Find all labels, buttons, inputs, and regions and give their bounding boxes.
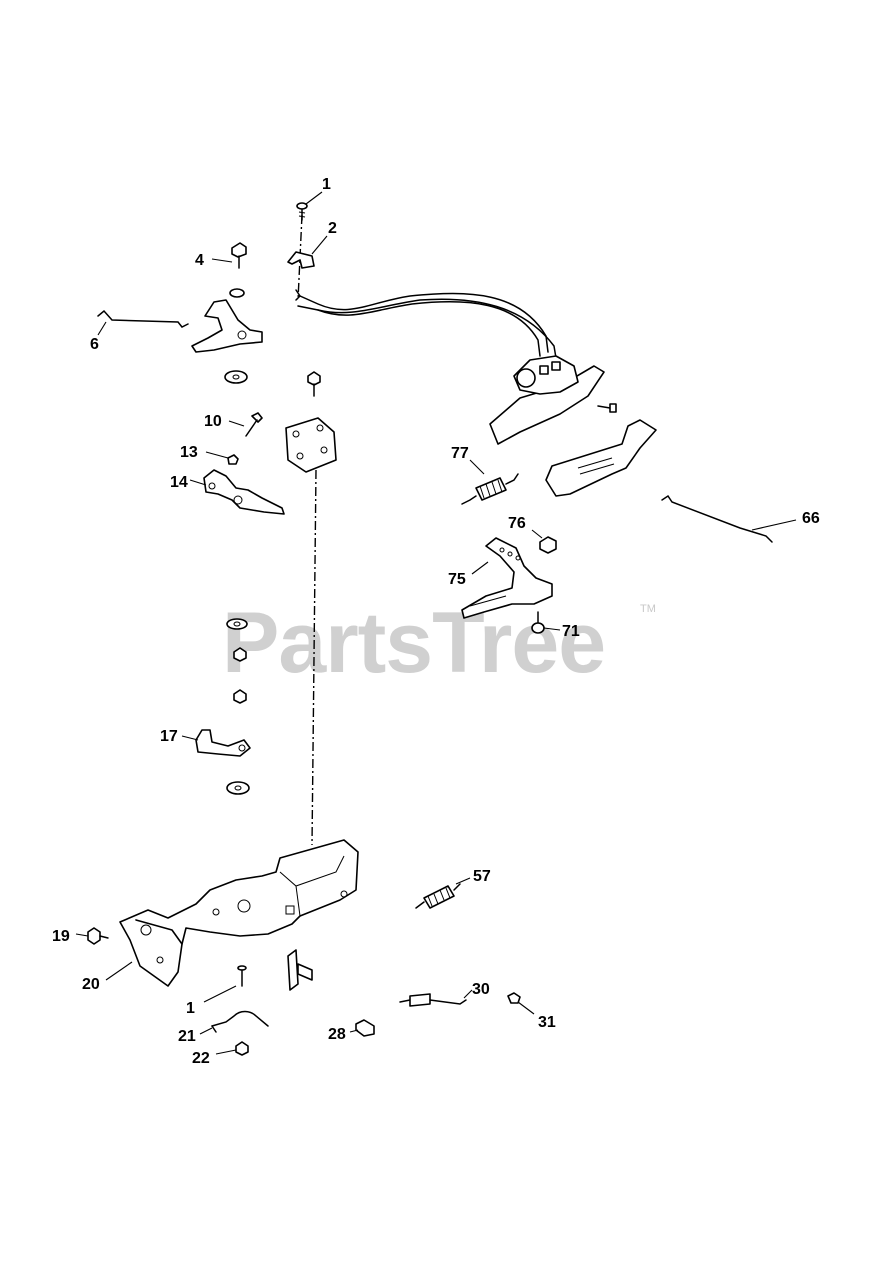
washer-icon — [226, 781, 250, 795]
callout-6[interactable]: 6 — [90, 336, 99, 353]
small-bracket[interactable] — [287, 949, 313, 991]
callout-76[interactable]: 76 — [508, 515, 526, 532]
callout-17[interactable]: 17 — [160, 728, 178, 745]
leader-14 — [189, 479, 207, 486]
leader-66 — [751, 519, 797, 531]
part-66-rod[interactable] — [661, 494, 773, 543]
part-75-control-lever[interactable] — [461, 537, 553, 619]
callout-2[interactable]: 2 — [328, 220, 337, 237]
part-76-nut[interactable] — [539, 536, 557, 554]
part-28-clip[interactable] — [355, 1019, 375, 1037]
callout-19[interactable]: 19 — [52, 928, 70, 945]
callout-10[interactable]: 10 — [204, 413, 222, 430]
part-4-bolt[interactable] — [231, 242, 247, 269]
part-71-bolt[interactable] — [531, 611, 545, 634]
washer-icon — [224, 370, 248, 384]
callout-4[interactable]: 4 — [195, 252, 204, 269]
leader-77 — [469, 459, 485, 475]
washer-icon — [226, 618, 248, 630]
part-14-lever[interactable] — [203, 469, 285, 515]
watermark-trademark: TM — [640, 603, 656, 615]
mounting-plate[interactable] — [285, 417, 337, 473]
part-17-lever[interactable] — [195, 729, 251, 757]
part-1-screw-top[interactable] — [296, 202, 308, 221]
part-77-spring[interactable] — [461, 473, 519, 505]
callout-31[interactable]: 31 — [538, 1014, 556, 1031]
part-6-rod[interactable] — [97, 309, 189, 328]
leader-22 — [215, 1049, 237, 1055]
leader-28 — [349, 1029, 359, 1033]
leader-10 — [228, 420, 245, 427]
part-10-bolt[interactable] — [245, 412, 263, 437]
callout-20[interactable]: 20 — [82, 976, 100, 993]
nut-icon — [233, 689, 247, 704]
callout-28[interactable]: 28 — [328, 1026, 346, 1043]
main-control-plate[interactable] — [119, 839, 359, 987]
callout-13[interactable]: 13 — [180, 444, 198, 461]
part-2-cable-clamp[interactable] — [287, 251, 315, 269]
callout-21[interactable]: 21 — [178, 1028, 196, 1045]
part-1-screw-bottom[interactable] — [237, 965, 247, 987]
panel-screw[interactable] — [597, 403, 617, 413]
part-22-nut[interactable] — [235, 1041, 249, 1056]
callout-66[interactable]: 66 — [802, 510, 820, 527]
axis-line-lower — [311, 469, 317, 846]
leader-2 — [311, 235, 328, 255]
leader-19 — [75, 933, 89, 937]
callout-1-bottom[interactable]: 1 — [186, 1000, 195, 1017]
leader-13 — [205, 451, 229, 459]
control-panel-bracket[interactable] — [489, 355, 605, 445]
leader-20 — [105, 961, 133, 981]
part-21-clip[interactable] — [211, 1010, 269, 1033]
leader-1-top — [305, 191, 323, 205]
control-cables[interactable] — [295, 289, 557, 359]
part-19-bolt[interactable] — [87, 927, 109, 945]
washer-icon — [229, 288, 245, 298]
leader-71 — [543, 627, 561, 631]
leader-6 — [97, 321, 107, 336]
leader-1-bottom — [203, 985, 237, 1003]
leader-31 — [517, 1001, 535, 1015]
leader-57 — [455, 877, 471, 885]
callout-75[interactable]: 75 — [448, 571, 466, 588]
plate-bolt[interactable] — [307, 371, 321, 397]
leader-75 — [471, 561, 489, 575]
callout-30[interactable]: 30 — [472, 981, 490, 998]
leader-4 — [211, 258, 233, 263]
part-57-spring[interactable] — [415, 883, 461, 909]
part-31-nut[interactable] — [507, 992, 521, 1004]
callout-71[interactable]: 71 — [562, 623, 580, 640]
nut-icon — [233, 647, 247, 662]
leader-21 — [199, 1027, 213, 1035]
callout-14[interactable]: 14 — [170, 474, 188, 491]
leader-17 — [181, 735, 199, 741]
callout-77[interactable]: 77 — [451, 445, 469, 462]
part-13-nut[interactable] — [227, 454, 239, 465]
leader-30 — [463, 989, 473, 999]
callout-57[interactable]: 57 — [473, 868, 491, 885]
watermark-text: PartsTree — [222, 595, 605, 691]
leader-76 — [531, 529, 543, 539]
callout-22[interactable]: 22 — [192, 1050, 210, 1067]
throttle-slide-bracket[interactable] — [545, 419, 657, 497]
part-30-spring-link[interactable] — [399, 993, 467, 1007]
governor-lever-bracket[interactable] — [191, 299, 263, 353]
callout-1-top[interactable]: 1 — [322, 176, 331, 193]
